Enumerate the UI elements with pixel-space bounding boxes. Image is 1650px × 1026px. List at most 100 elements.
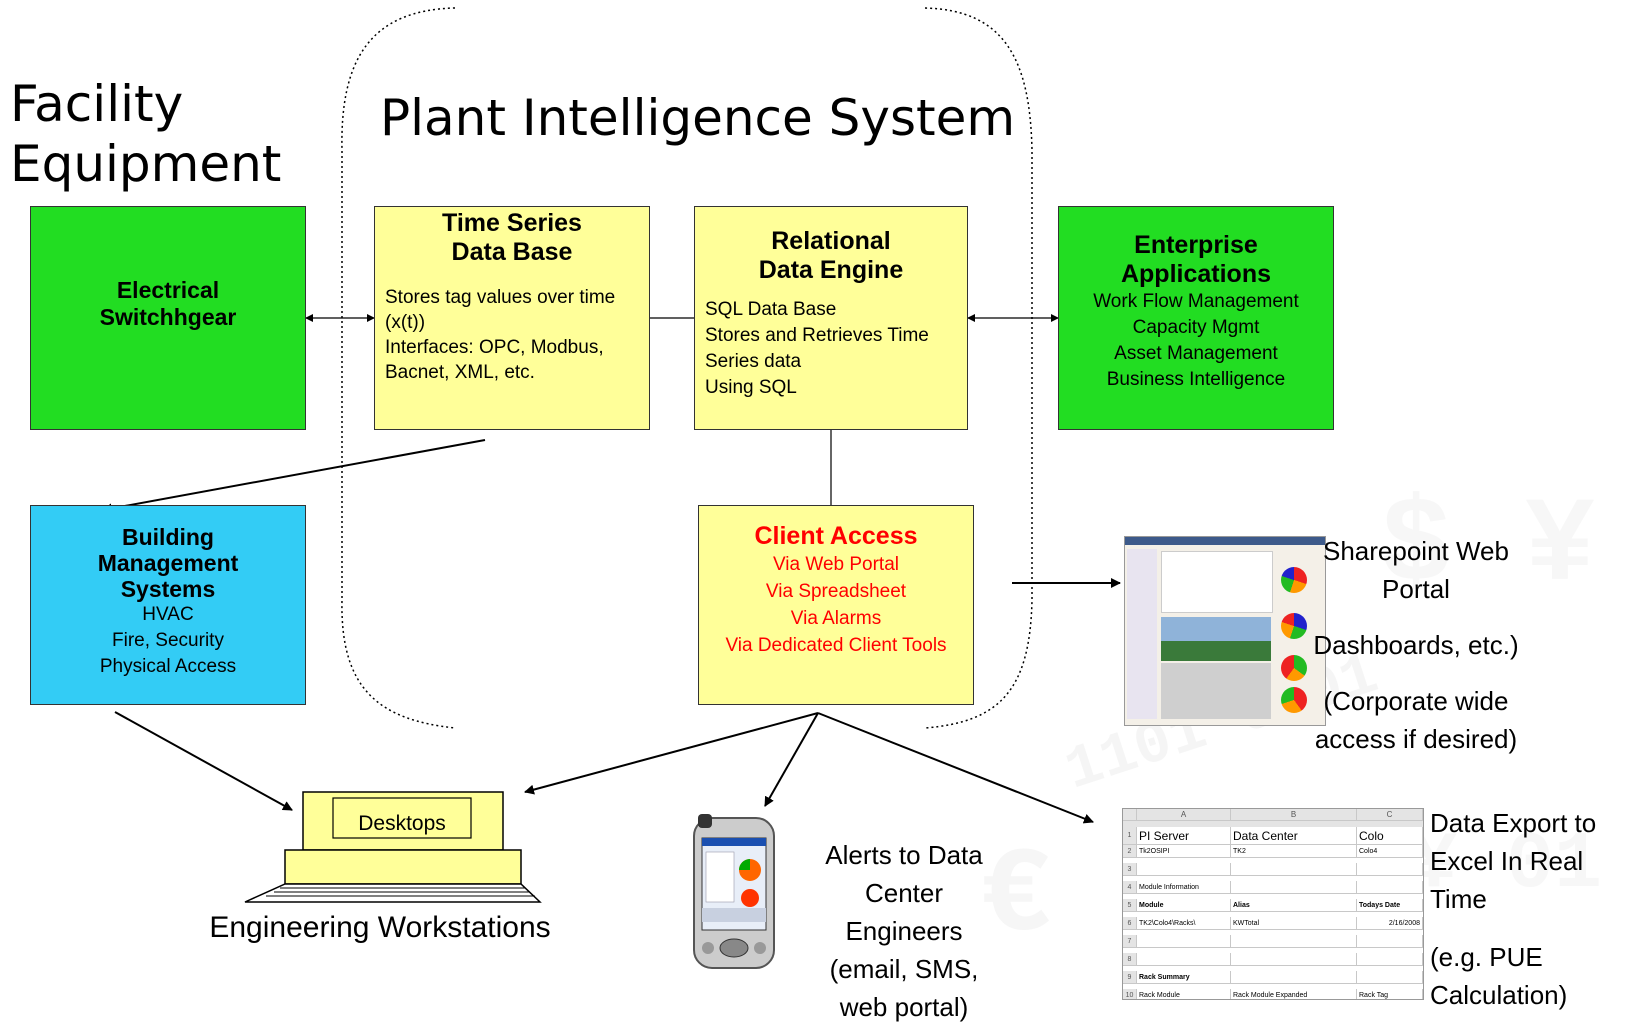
bms-title: Systems [120,576,216,602]
arrow-bms-desktops [114,711,293,811]
excel-cell [1231,953,1357,966]
excel-cell [1357,863,1423,876]
excel-line: Time [1430,884,1487,914]
plant-system-heading: Plant Intelligence System [380,89,1016,147]
excel-line: Excel In Real [1430,846,1584,876]
excel-cell [1357,935,1423,948]
alerts-line: Alerts to Data [825,840,983,870]
arrow-tsdb-bms [102,439,486,514]
excel-cell [1231,881,1357,894]
excel-row-number: 10 [1123,989,1137,999]
desktop-computer-icon [244,791,542,903]
excel-cell: Colo4 [1357,845,1423,858]
building-management-box: Building Management Systems HVAC Fire, S… [30,505,306,705]
excel-cell [1137,863,1231,876]
enterprise-line: Asset Management [1114,343,1278,364]
alerts-line: web portal) [839,992,969,1022]
excel-cell [1231,863,1357,876]
bms-line: Physical Access [99,656,237,677]
excel-row: 8 [1123,953,1423,971]
enterprise-line: Business Intelligence [1106,369,1286,390]
time-series-db-box: Time Series Data Base Stores tag values … [374,206,650,430]
tsdb-line: (x(t)) [385,312,426,333]
excel-cell [1357,971,1423,984]
alerts-text: Alerts to Data Center Engineers (email, … [790,836,1018,1026]
excel-column-header: C [1357,809,1423,821]
enterprise-title-2: Applications [1120,260,1271,288]
excel-column-header: B [1231,809,1357,821]
excel-cell [1357,881,1423,894]
excel-row-number: 6 [1123,917,1137,930]
enterprise-body: Work Flow Management Capacity Mgmt Asset… [1059,289,1333,393]
rde-title-2: Data Engine [758,256,904,284]
rde-body: SQL Data Base Stores and Retrieves Time … [695,297,967,401]
excel-cell: Rack Module Expanded [1231,989,1357,999]
client-line: Via Dedicated Client Tools [725,635,947,656]
excel-row-number: 8 [1123,953,1137,966]
tsdb-title-1: Time Series [442,209,582,237]
rde-line: Stores and Retrieves Time [705,325,929,346]
excel-column-header: A [1137,809,1231,821]
excel-cell: Rack Summary [1137,971,1231,984]
bms-line: HVAC [142,604,194,625]
excel-row: 7 [1123,935,1423,953]
sharepoint-line: Dashboards, etc.) [1313,630,1519,660]
client-title: Client Access [754,522,918,550]
excel-row: 3 [1123,863,1423,881]
excel-cell: PI Server [1137,827,1231,845]
excel-cell: KWTotal [1231,917,1357,930]
excel-cell: Module [1137,899,1231,912]
sharepoint-line: Sharepoint Web [1323,536,1509,566]
excel-cell: Rack Tag [1357,989,1423,999]
sharepoint-line: (Corporate wide [1323,686,1509,716]
excel-cell: Module Information [1137,881,1231,894]
engineering-workstations-caption: Engineering Workstations [209,911,551,944]
client-access-box: Client Access Via Web Portal Via Spreads… [698,505,974,705]
enterprise-title-1: Enterprise [1134,231,1258,259]
tsdb-line: Bacnet, XML, etc. [385,362,535,383]
excel-cell [1137,953,1231,966]
sharepoint-line: Portal [1382,574,1450,604]
excel-row-number: 7 [1123,935,1137,948]
plant-system-frame [924,7,1033,729]
rde-line: Series data [705,351,802,372]
excel-cell [1231,971,1357,984]
excel-line: Calculation) [1430,980,1568,1010]
bms-title: Building [122,524,214,550]
rde-title-1: Relational [771,227,891,255]
tsdb-line: Stores tag values over time [385,287,616,308]
bms-line: Fire, Security [112,630,224,651]
excel-cell [1231,935,1357,948]
bms-title: Management [97,550,239,576]
facility-equipment-heading: Facility Equipment [10,74,281,194]
enterprise-line: Work Flow Management [1093,291,1299,312]
pda-icon [693,814,775,969]
client-line: Via Alarms [790,608,882,629]
excel-cell: Tk2OSIPI [1137,845,1231,858]
excel-cell: Rack Module [1137,989,1231,999]
excel-cell: Data Center [1231,827,1357,845]
excel-cell [1137,935,1231,948]
alerts-line: Engineers [845,916,963,946]
excel-line: Data Export to [1430,808,1597,838]
excel-cell: TK2 [1231,845,1357,858]
alerts-line: (email, SMS, [829,954,979,984]
excel-cell: Todays Date [1357,899,1423,912]
excel-row-number: 1 [1123,827,1137,845]
client-line: Via Spreadsheet [765,581,907,602]
relational-data-engine-box: Relational Data Engine SQL Data Base Sto… [694,206,968,430]
arrow-client-desktops [524,712,819,795]
tsdb-line: Interfaces: OPC, Modbus, [385,337,604,358]
excel-row-number: 5 [1123,899,1137,912]
excel-corner-cell [1123,809,1137,821]
excel-cell: TK2\Colo4\Racks\ [1137,917,1231,930]
